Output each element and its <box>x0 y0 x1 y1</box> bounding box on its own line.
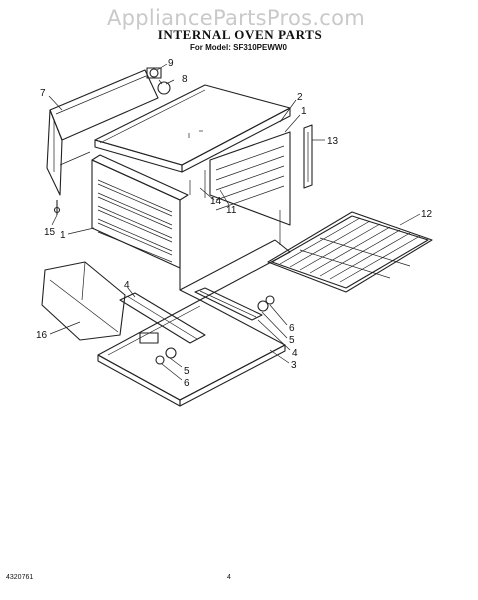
top-panel-part <box>94 84 291 173</box>
callout-11: 11 <box>226 205 237 216</box>
callout-15: 15 <box>44 227 56 238</box>
oven-rack-part <box>267 211 433 293</box>
right-side-rack-part <box>209 131 291 226</box>
callout-7: 7 <box>40 88 46 99</box>
callout-2: 2 <box>297 92 303 103</box>
rack-support-part <box>303 124 313 189</box>
right-burner-tube-part <box>194 287 263 321</box>
page-number: 4 <box>227 574 231 581</box>
callout-9: 9 <box>168 58 174 69</box>
oven-cavity-part <box>179 170 291 301</box>
screw-part <box>53 200 61 215</box>
diagram-title: INTERNAL OVEN PARTS <box>157 27 323 42</box>
callout-4-right: 4 <box>292 348 298 359</box>
callout-13: 13 <box>327 136 339 147</box>
rear-panel-part <box>46 69 159 196</box>
document-number: 4320761 <box>6 574 34 581</box>
watermark: AppliancePartsPros.com <box>106 6 366 30</box>
burner-shield-part <box>41 261 126 341</box>
model-subtitle: For Model: SF310PEWW0 <box>190 43 287 52</box>
callout-16: 16 <box>36 330 48 341</box>
callout-6-right: 6 <box>289 323 295 334</box>
burner-tube-part <box>119 292 206 344</box>
igniter-part <box>155 295 275 365</box>
callout-1-top: 1 <box>301 106 307 117</box>
callout-5-right: 5 <box>289 335 295 346</box>
callout-4-left: 4 <box>124 280 130 291</box>
callout-12: 12 <box>421 209 433 220</box>
callout-3: 3 <box>291 360 297 371</box>
oven-light-part <box>146 67 171 95</box>
callout-5-bottom: 5 <box>184 366 190 377</box>
left-side-rack-part <box>91 154 189 269</box>
callout-1-left: 1 <box>60 230 66 241</box>
callout-6-bottom: 6 <box>184 378 190 389</box>
callout-8: 8 <box>182 74 188 85</box>
leader-lines <box>48 63 421 381</box>
bottom-panel-part <box>97 299 286 407</box>
callout-14: 14 <box>210 196 222 207</box>
callout-labels: 9 8 7 2 1 13 14 11 12 15 1 4 16 6 5 4 3 … <box>36 58 433 389</box>
